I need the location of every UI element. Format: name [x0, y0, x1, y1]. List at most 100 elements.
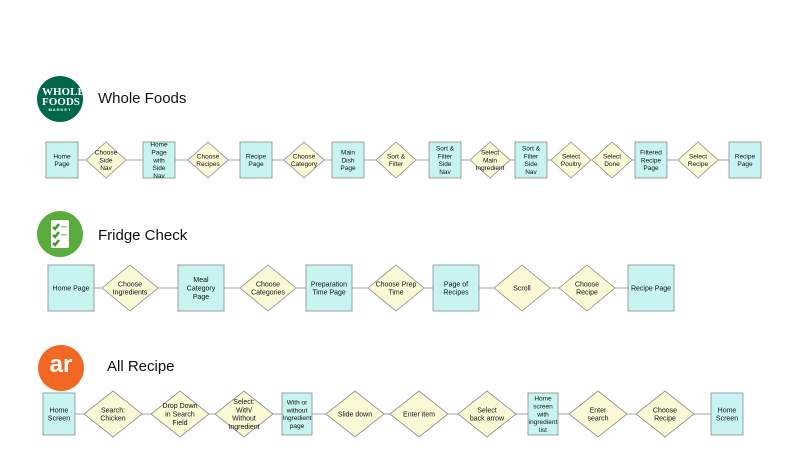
- flow-title-fridge-check: Fridge Check: [98, 227, 188, 244]
- flow-title-whole-foods: Whole Foods: [98, 90, 187, 107]
- process-box: [710, 392, 744, 436]
- node-label: Recipe Page: [631, 285, 671, 292]
- decision-diamond: [83, 390, 143, 438]
- decision-diamond: [493, 264, 551, 312]
- node-label: Sort &Filter: [387, 153, 406, 168]
- process-box: [331, 141, 365, 179]
- decision-diamond: [457, 390, 517, 438]
- whole-foods-logo: WHOLE FOODS MARKET: [37, 76, 83, 122]
- logo-subtext: MARKET: [48, 106, 72, 112]
- decision-diamond: [214, 390, 274, 438]
- decision-diamond: [591, 141, 633, 179]
- process-box: [305, 264, 353, 312]
- decision-diamond: [187, 141, 229, 179]
- clipboard-checklist-icon: [51, 220, 69, 248]
- logo-text: ar: [49, 351, 73, 378]
- decision-diamond: [283, 141, 325, 179]
- decision-node: Sort &Filter: [375, 141, 417, 179]
- process-node: Recipe Page: [627, 264, 675, 312]
- allrecipes-logo: ar: [38, 345, 84, 391]
- process-box: [239, 141, 273, 179]
- flow-title-all-recipe: All Recipe: [107, 358, 175, 375]
- process-box: [728, 141, 762, 179]
- decision-diamond: [550, 141, 592, 179]
- process-box: [432, 264, 480, 312]
- decision-diamond: [389, 390, 449, 438]
- decision-diamond: [558, 264, 616, 312]
- logo-text: WHOLE FOODS: [42, 85, 83, 108]
- node-label: Search:Chicken: [100, 407, 125, 422]
- decision-diamond: [469, 141, 511, 179]
- decision-diamond: [85, 141, 127, 179]
- decision-node: Enter item: [389, 390, 449, 438]
- decision-diamond: [367, 264, 425, 312]
- node-label: Home Page: [53, 285, 90, 292]
- fridge-check-logo: [37, 211, 83, 257]
- process-box: [45, 141, 79, 179]
- process-node: Home Page: [47, 264, 95, 312]
- process-box: [142, 141, 176, 179]
- decision-diamond: [239, 264, 297, 312]
- process-box: [281, 392, 313, 436]
- node-label: Enter item: [403, 411, 435, 418]
- decision-diamond: [375, 141, 417, 179]
- process-box: [627, 264, 675, 312]
- decision-diamond: [101, 264, 159, 312]
- process-box: [514, 141, 548, 179]
- node-label: Scroll: [513, 285, 531, 292]
